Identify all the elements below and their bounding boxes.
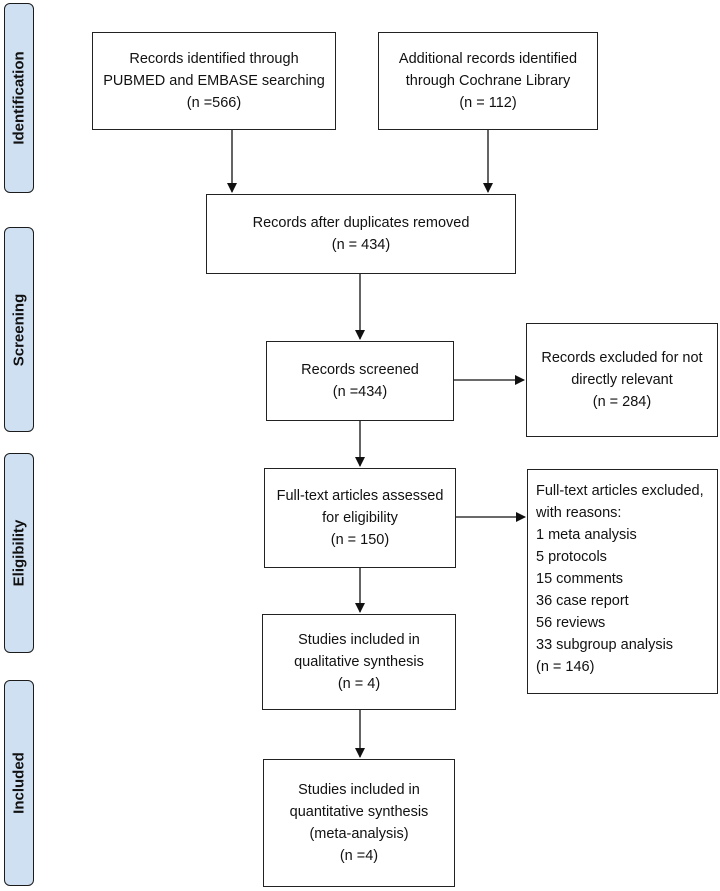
box-line: (meta-analysis) xyxy=(309,826,409,842)
records-excluded-box: Records excluded for not directly releva… xyxy=(526,323,718,437)
records-screened-box: Records screened (n =434) xyxy=(266,341,454,421)
fulltext-excluded-box: Full-text articles excluded, with reason… xyxy=(527,469,718,694)
exclusion-reason: 1 meta analysis xyxy=(536,527,637,543)
box-line: Studies included in xyxy=(298,632,420,648)
box-line: for eligibility xyxy=(322,510,398,526)
box-line: (n =566) xyxy=(186,95,242,111)
box-line: (n = 4) xyxy=(337,676,381,692)
box-line: directly relevant xyxy=(571,372,673,388)
exclusion-reason: 56 reviews xyxy=(536,615,606,631)
quantitative-synthesis-box: Studies included in quantitative synthes… xyxy=(263,759,455,887)
box-line: (n = 146) xyxy=(536,659,595,675)
box-line: (n =4) xyxy=(339,848,379,864)
phase-identification: Identification xyxy=(4,3,34,193)
box-line: Records after duplicates removed xyxy=(252,215,470,231)
box-line: (n = 284) xyxy=(592,394,652,410)
box-line: qualitative synthesis xyxy=(294,654,424,670)
exclusion-reason: 36 case report xyxy=(536,593,629,609)
phase-screening: Screening xyxy=(4,227,34,432)
exclusion-reason: 15 comments xyxy=(536,571,624,587)
qualitative-synthesis-box: Studies included in qualitative synthesi… xyxy=(262,614,456,710)
phase-included: Included xyxy=(4,680,34,886)
box-line: (n = 150) xyxy=(330,532,390,548)
box-line: Records screened xyxy=(301,362,419,378)
box-line: (n = 112) xyxy=(459,95,517,111)
box-line: Additional records identified xyxy=(398,51,578,67)
additional-records-box: Additional records identified through Co… xyxy=(378,32,598,130)
box-line: Records excluded for not xyxy=(541,350,703,366)
box-line: PUBMED and EMBASE searching xyxy=(103,73,325,89)
fulltext-assessed-box: Full-text articles assessed for eligibil… xyxy=(264,468,456,568)
box-line: with reasons: xyxy=(536,505,622,521)
box-line: Studies included in xyxy=(298,782,420,798)
box-line: through Cochrane Library xyxy=(405,73,571,89)
after-duplicates-box: Records after duplicates removed (n = 43… xyxy=(206,194,516,274)
exclusion-reason: 33 subgroup analysis xyxy=(536,637,674,653)
box-line: Records identified through xyxy=(129,51,299,67)
box-line: Full-text articles assessed xyxy=(276,488,444,504)
phase-eligibility: Eligibility xyxy=(4,453,34,653)
records-identified-box: Records identified through PUBMED and EM… xyxy=(92,32,336,130)
box-line: Full-text articles excluded, xyxy=(536,483,704,499)
box-line: (n =434) xyxy=(332,384,388,400)
box-line: (n = 434) xyxy=(331,237,391,253)
exclusion-reason: 5 protocols xyxy=(536,549,607,565)
box-line: quantitative synthesis xyxy=(289,804,429,820)
